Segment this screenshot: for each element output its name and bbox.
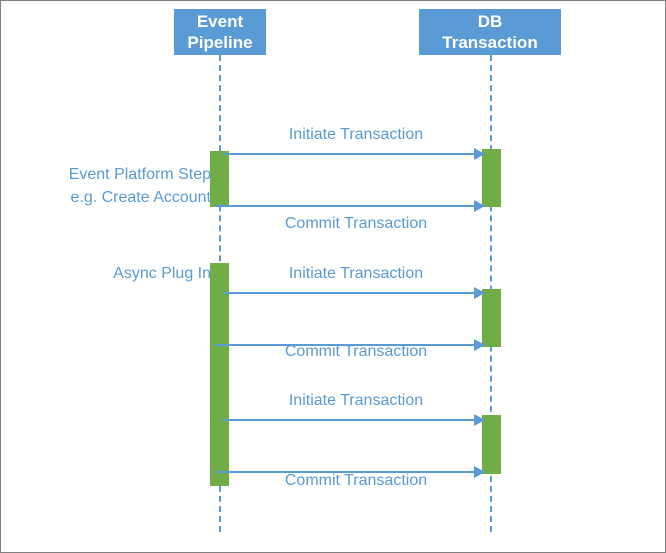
arrow-right-icon-5 — [474, 414, 485, 426]
message-line-3[interactable] — [223, 292, 485, 294]
activation-bar-db-transaction-1 — [482, 149, 501, 207]
message-label-initiate-transaction-2: Initiate Transaction — [288, 265, 424, 282]
participant-db-transaction[interactable]: DB Transaction — [419, 9, 561, 55]
message-label-commit-transaction-1: Commit Transaction — [284, 215, 428, 232]
activation-bar-db-transaction-3 — [482, 415, 501, 474]
arrow-right-icon-6 — [474, 466, 485, 478]
activation-bar-event-pipeline-1 — [210, 151, 229, 207]
message-label-initiate-transaction-3: Initiate Transaction — [288, 392, 424, 409]
message-label-commit-transaction-2: Commit Transaction — [284, 343, 428, 360]
message-line-4[interactable] — [215, 344, 485, 346]
annotation-async-plug-in: Async Plug In — [113, 265, 211, 282]
activation-bar-db-transaction-2 — [482, 289, 501, 347]
message-label-initiate-transaction-1: Initiate Transaction — [288, 126, 424, 143]
message-line-5[interactable] — [223, 419, 485, 421]
message-line-6[interactable] — [215, 471, 485, 473]
message-line-1[interactable] — [223, 153, 485, 155]
arrow-right-icon-3 — [474, 287, 485, 299]
annotation-event-platform-step: Event Platform Step e.g. Create Account — [68, 166, 211, 206]
message-label-commit-transaction-3: Commit Transaction — [284, 472, 428, 489]
arrow-right-icon-1 — [474, 148, 485, 160]
arrow-right-icon-4 — [474, 339, 485, 351]
participant-event-pipeline[interactable]: Event Pipeline — [174, 9, 266, 55]
message-line-2[interactable] — [215, 205, 485, 207]
activation-bar-event-pipeline-2 — [210, 263, 229, 486]
arrow-right-icon-2 — [474, 200, 485, 212]
